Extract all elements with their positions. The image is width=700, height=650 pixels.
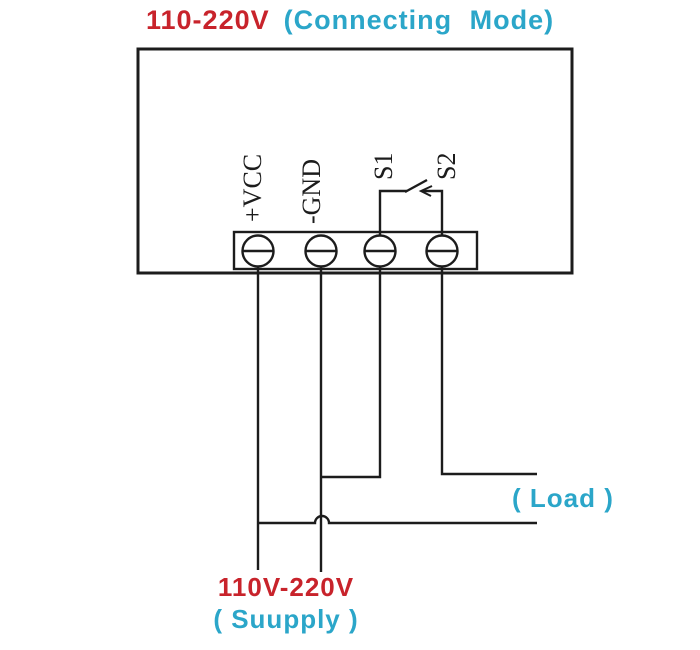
terminal-label-gnd: -GND	[297, 159, 326, 224]
switch-blade	[404, 178, 428, 194]
title-voltage-range: 110-220V	[146, 5, 270, 35]
switch-wire-left	[378, 189, 407, 236]
s1-to-gnd-wire	[321, 266, 382, 479]
supply-block: 110V-220V ( Suupply )	[150, 572, 422, 635]
switch-arrow-icon	[418, 185, 433, 197]
switch-wire-right	[422, 189, 444, 236]
screw-terminal-s2	[425, 234, 459, 268]
diagram-title: 110-220V (Connecting Mode)	[146, 5, 554, 36]
title-connecting-mode: (Connecting Mode)	[283, 5, 555, 35]
load-label: ( Load )	[512, 483, 614, 513]
s2-to-load-wire	[440, 266, 537, 476]
screw-terminal-vcc	[241, 234, 275, 268]
terminal-label-s2: S2	[432, 152, 461, 180]
supply-label: ( Suupply )	[213, 604, 359, 634]
supply-voltage-range: 110V-220V	[217, 572, 355, 602]
terminal-label-s1: S1	[369, 152, 398, 180]
screw-terminal-gnd	[304, 234, 338, 268]
screw-terminal-s1	[363, 234, 397, 268]
terminal-label-vcc: +VCC	[238, 153, 267, 222]
load-return-wire-with-crossover	[258, 514, 537, 525]
